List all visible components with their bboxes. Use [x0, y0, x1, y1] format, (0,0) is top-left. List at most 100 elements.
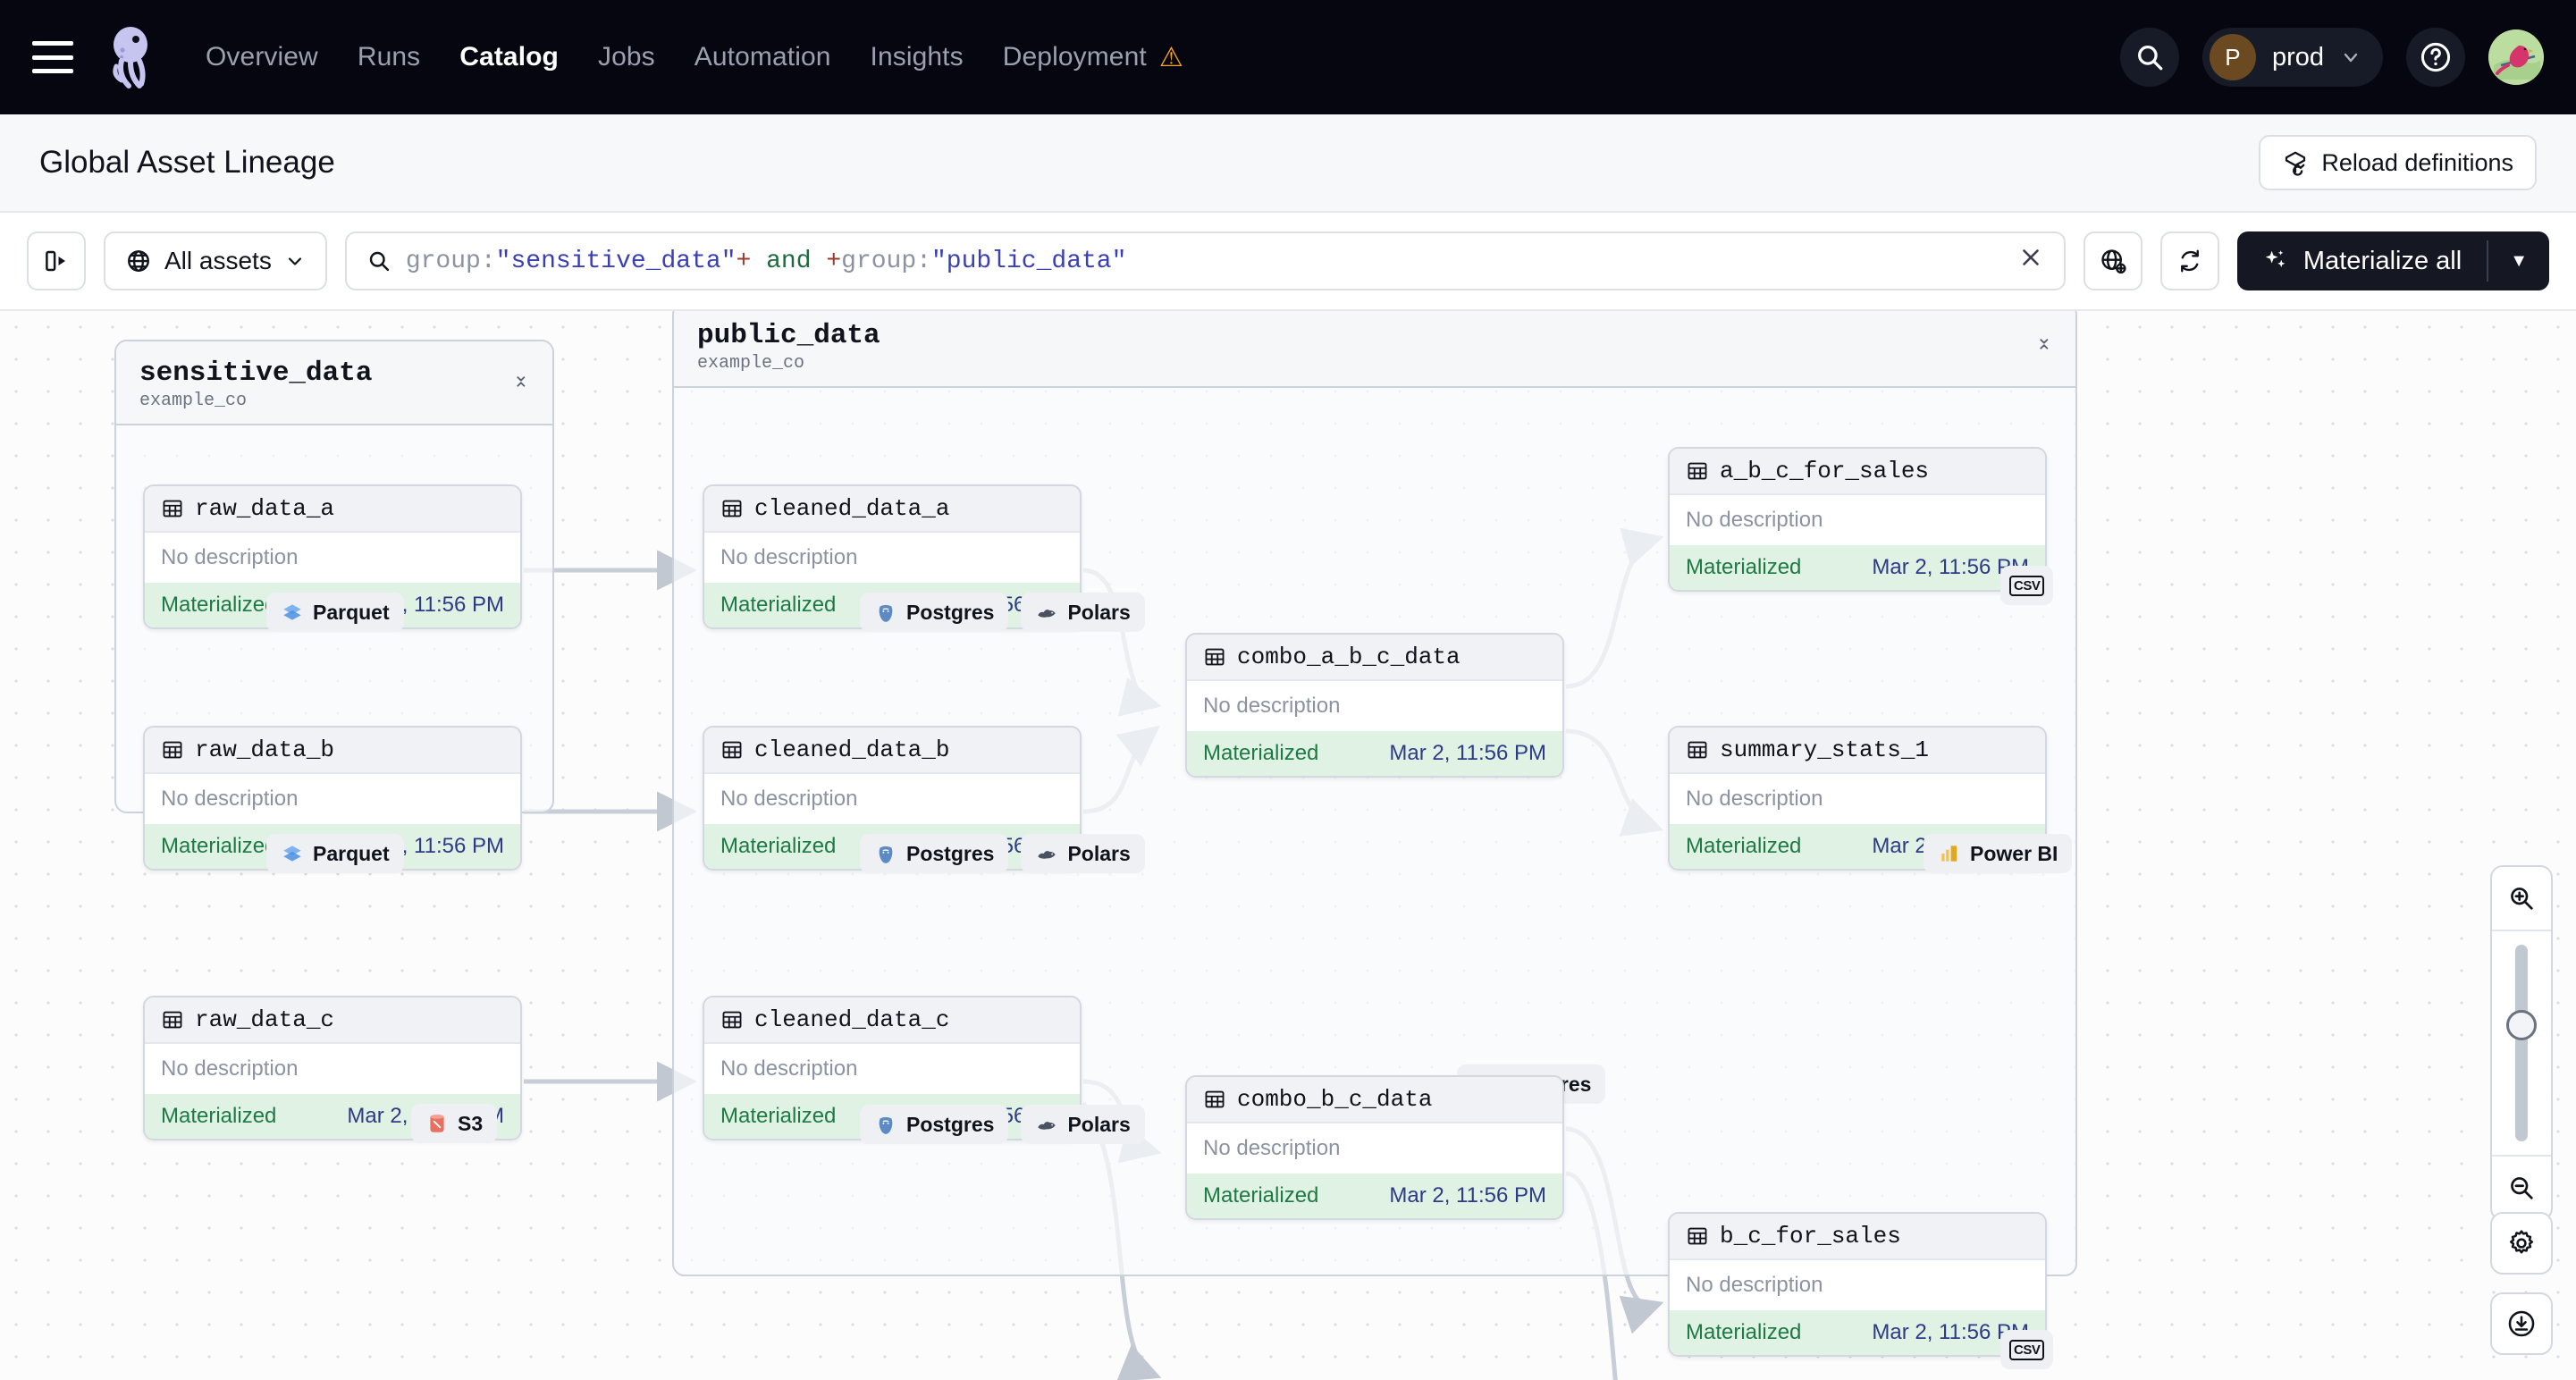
reload-definitions-button[interactable]: Reload definitions — [2259, 135, 2537, 190]
top-navigation-bar: Overview Runs Catalog Jobs Automation In… — [0, 0, 2576, 114]
asset-node-header: raw_data_a — [145, 486, 520, 533]
close-x-icon[interactable] — [2017, 244, 2044, 278]
asset-node-name: cleaned_data_a — [754, 495, 950, 522]
nav-link-deployment[interactable]: Deployment — [1002, 42, 1147, 72]
query-token-str-2: "public_data" — [930, 247, 1127, 275]
dagster-logo[interactable] — [100, 23, 168, 91]
asset-node-badges: CSV — [2000, 566, 2054, 605]
lineage-toolbar: All assets group:"sensitive_data"+ and +… — [0, 213, 2576, 311]
parquet-icon — [283, 846, 301, 862]
download-circle-icon[interactable] — [2490, 1292, 2553, 1355]
badge-polars[interactable]: Polars — [1021, 593, 1145, 632]
nav-link-insights[interactable]: Insights — [870, 42, 964, 72]
table-icon — [1688, 741, 1707, 759]
badge-parquet[interactable]: Parquet — [266, 834, 404, 873]
polars-icon — [1038, 1122, 1056, 1130]
badge-postgres[interactable]: Postgres — [860, 1105, 1009, 1144]
badge-csv[interactable]: CSV — [2000, 566, 2054, 605]
nav-link-jobs[interactable]: Jobs — [597, 42, 655, 72]
badge-postgres[interactable]: Postgres — [860, 834, 1009, 873]
badge-parquet[interactable]: Parquet — [266, 593, 404, 632]
badge-polars[interactable]: Polars — [1021, 1105, 1145, 1144]
table-icon — [1205, 648, 1225, 666]
avatar[interactable] — [2488, 29, 2544, 85]
asset-node-badges: Postgres Polars — [860, 834, 1145, 873]
asset-node-header: cleaned_data_a — [704, 486, 1080, 533]
query-token-key-1: group — [405, 247, 481, 275]
csv-icon: CSV — [2009, 1339, 2045, 1360]
badge-label: Polars — [1067, 1112, 1131, 1136]
search-input[interactable]: group:"sensitive_data"+ and +group:"publ… — [406, 248, 1127, 275]
nav-link-runs[interactable]: Runs — [357, 42, 421, 72]
zoom-divider-top — [2492, 930, 2551, 931]
table-icon — [1688, 1227, 1707, 1245]
zoom-control-stack[interactable] — [2490, 865, 2553, 1221]
materialize-all-main[interactable]: Materialize all — [2237, 247, 2487, 276]
collapse-icon[interactable]: ⌄⌃ — [512, 363, 529, 400]
asset-group-header: sensitive_data example_co ⌄⌃ — [116, 341, 552, 425]
asset-query-search[interactable]: group:"sensitive_data"+ and +group:"publ… — [344, 231, 2066, 290]
query-token-plus-1: + — [736, 247, 752, 275]
materialize-all-button[interactable]: Materialize all ▼ — [2236, 231, 2549, 290]
nav-link-overview[interactable]: Overview — [206, 42, 318, 72]
badge-power-bi[interactable]: Power BI — [1924, 834, 2073, 873]
badge-label: S3 — [458, 1111, 484, 1135]
status-timestamp: Mar 2, 11:56 PM — [1389, 741, 1546, 765]
status-timestamp: Mar 2, 11:56 PM — [1389, 1183, 1546, 1208]
lineage-canvas[interactable]: sensitive_data example_co ⌄⌃ public_data… — [0, 311, 2576, 1380]
asset-node-badges: S3 — [411, 1104, 498, 1143]
gear-icon[interactable] — [2490, 1212, 2553, 1275]
nav-link-automation[interactable]: Automation — [694, 42, 831, 72]
materialize-all-label: Materialize all — [2302, 246, 2462, 275]
page-header: Global Asset Lineage Reload definitions — [0, 114, 2576, 213]
box-reload-icon — [2286, 151, 2306, 176]
panel-expand-icon[interactable] — [27, 231, 86, 290]
deployment-selector[interactable]: P prod — [2201, 28, 2383, 87]
s3-icon — [430, 1115, 444, 1132]
asset-node-badges: Parquet — [266, 834, 404, 873]
badge-label: Postgres — [906, 841, 995, 865]
asset-node-header: cleaned_data_c — [704, 997, 1080, 1044]
badge-polars[interactable]: Polars — [1021, 834, 1145, 873]
asset-node-description: No description — [1670, 774, 2045, 824]
badge-s3[interactable]: S3 — [411, 1104, 498, 1143]
hamburger-icon[interactable] — [32, 41, 73, 73]
caret-down-icon[interactable]: ▼ — [2510, 250, 2528, 271]
globe-plus-icon[interactable] — [2083, 231, 2142, 290]
asset-scope-filter[interactable]: All assets — [104, 231, 327, 290]
zoom-slider[interactable] — [2492, 931, 2551, 1155]
table-icon — [163, 500, 182, 518]
reload-definitions-label: Reload definitions — [2321, 148, 2513, 176]
asset-node-description: No description — [145, 1044, 520, 1094]
asset-node-header: b_c_for_sales — [1670, 1214, 2045, 1260]
nav-link-catalog[interactable]: Catalog — [459, 42, 559, 72]
question-circle-icon[interactable] — [2406, 28, 2465, 87]
zoom-out-icon[interactable] — [2492, 1157, 2551, 1219]
refresh-icon[interactable] — [2159, 231, 2219, 290]
status-badge: Materialized — [720, 1104, 837, 1128]
search-icon[interactable] — [2119, 28, 2179, 87]
badge-label: Parquet — [313, 600, 390, 624]
asset-node-name: b_c_for_sales — [1720, 1223, 1901, 1250]
asset-node-header: combo_b_c_data — [1187, 1077, 1562, 1123]
badge-csv[interactable]: CSV — [2000, 1330, 2054, 1369]
badge-postgres[interactable]: Postgres — [860, 593, 1009, 632]
zoom-in-icon[interactable] — [2492, 867, 2551, 930]
chevron-down-icon — [288, 257, 301, 265]
zoom-slider-knob[interactable] — [2506, 1010, 2537, 1040]
asset-scope-label: All assets — [164, 247, 272, 274]
collapse-icon[interactable]: ⌄⌃ — [2035, 325, 2052, 363]
table-icon — [1688, 462, 1707, 480]
